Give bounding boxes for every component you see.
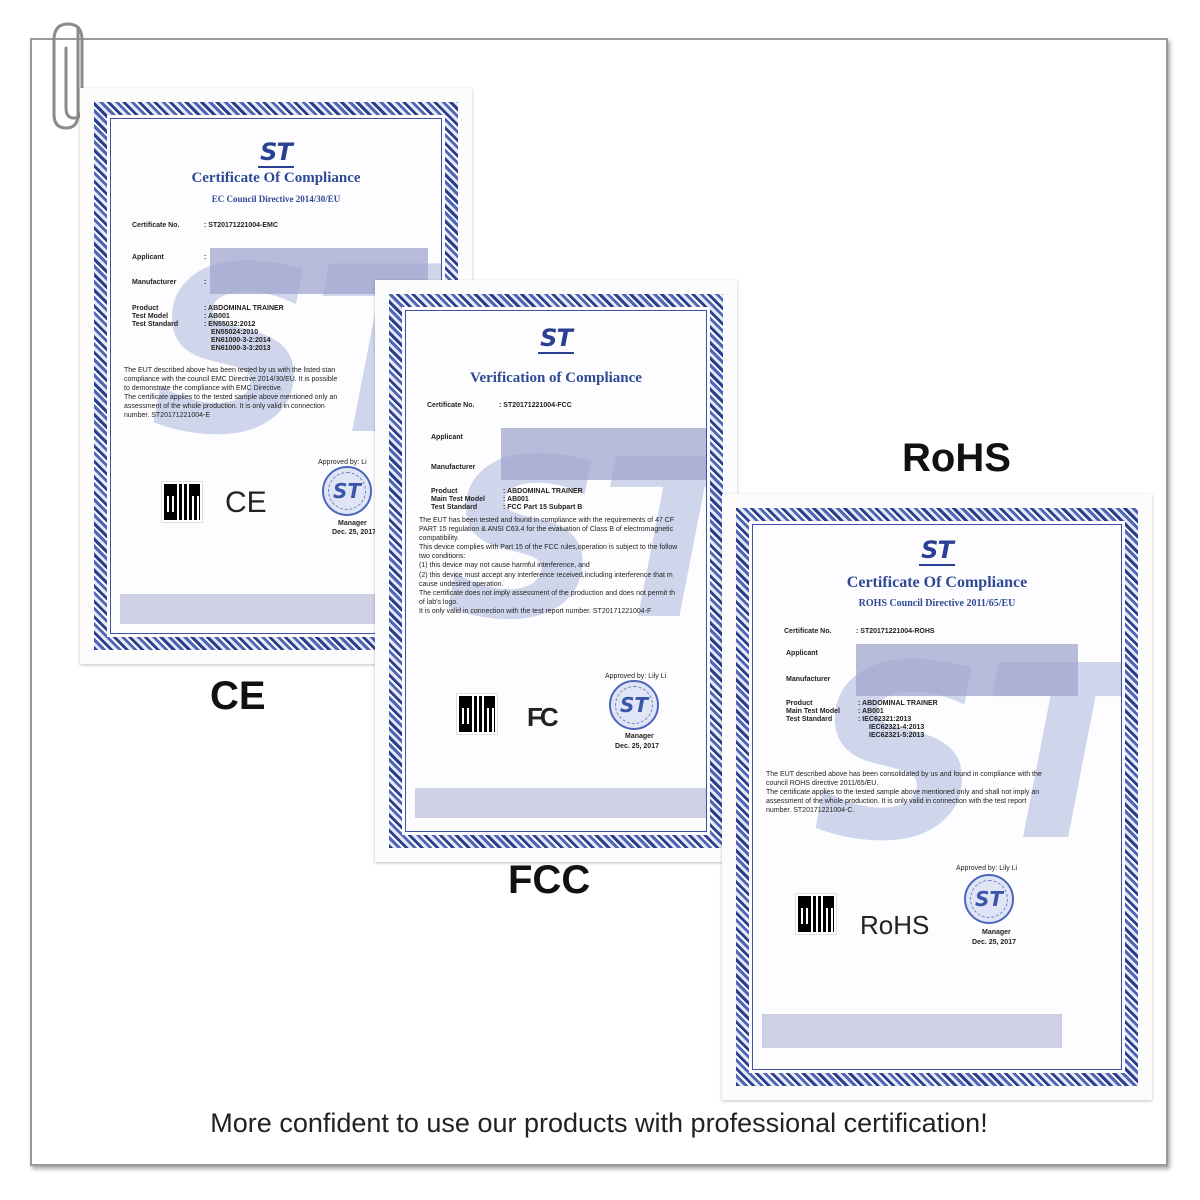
fcc-label: FCC (508, 858, 591, 902)
body-text: The EUT described above has been tested … (124, 367, 338, 420)
redacted-footer (762, 1014, 1062, 1048)
applicant-row: Applicant (786, 650, 818, 657)
st-watermark: ST (812, 614, 1122, 894)
approved-by: Approved by: Lily Li (956, 865, 1018, 872)
model-row: Main Test Model: AB001 (431, 496, 529, 503)
st-logo: ST (258, 138, 294, 168)
manufacturer-row: Manufacturer: (132, 279, 207, 286)
manager-label: Manager (338, 520, 367, 527)
standard-row: Test Standard: EN55032:2012 (132, 321, 256, 328)
standard-line: IEC62321-5:2013 (869, 732, 925, 739)
footer-tagline: More confident to use our products with … (210, 1108, 988, 1138)
applicant-row: Applicant: (132, 254, 207, 261)
st-logo: ST (919, 536, 955, 566)
issue-date: Dec. 25, 2017 (332, 529, 376, 536)
qr-code-icon (456, 693, 498, 735)
qr-code-icon (161, 481, 203, 523)
certificate-body: ST ST Verification of Compliance Certifi… (405, 310, 707, 832)
standard-line: EN61000-3-3:2013 (211, 345, 271, 352)
standard-line: IEC62321-4:2013 (869, 724, 925, 731)
ce-mark: CE (225, 486, 267, 519)
body-text: The EUT has been tested and found in com… (419, 517, 678, 615)
standard-line: EN61000-3-2:2014 (211, 337, 271, 344)
redacted-footer (415, 788, 707, 818)
product-row: Product: ABDOMINAL TRAINER (132, 305, 284, 312)
standard-row: Test Standard: IEC62321:2013 (786, 716, 912, 723)
certificate-subtitle: EC Council Directive 2014/30/EU (211, 194, 341, 204)
certificate-title: Certificate Of Compliance (191, 170, 361, 186)
ce-label: CE (210, 674, 266, 718)
paperclip-icon (52, 22, 84, 130)
issue-date: Dec. 25, 2017 (615, 743, 659, 750)
manager-label: Manager (625, 733, 654, 740)
model-row: Test Model: AB001 (132, 313, 230, 320)
decorative-border (736, 508, 1138, 1086)
fcc-certificate: ST ST Verification of Compliance Certifi… (375, 280, 737, 862)
product-row: Product: ABDOMINAL TRAINER (786, 700, 938, 707)
body-text: The EUT described above has been consoli… (766, 771, 1042, 815)
stamp-seal: ST (609, 680, 659, 730)
standard-row: Test Standard: FCC Part 15 Subpart B (431, 504, 583, 511)
issue-date: Dec. 25, 2017 (972, 939, 1016, 946)
stamp-seal: ST (322, 466, 372, 516)
cert-no-row: Certificate No.: ST20171221004-FCC (427, 402, 572, 409)
approved-by: Approved by: Li (318, 459, 367, 466)
manufacturer-row: Manufacturer (786, 676, 831, 683)
certificate-title: Verification of Compliance (470, 370, 642, 386)
applicant-row: Applicant (431, 434, 463, 441)
qr-code-icon (795, 893, 837, 935)
model-row: Main Test Model: AB001 (786, 708, 884, 715)
certificate-body: ST ST Certificate Of Compliance ROHS Cou… (752, 524, 1122, 1070)
rohs-label: RoHS (902, 436, 1011, 480)
rohs-certificate: ST ST Certificate Of Compliance ROHS Cou… (722, 494, 1152, 1100)
manager-label: Manager (982, 929, 1011, 936)
manufacturer-row: Manufacturer (431, 464, 476, 471)
redacted-block (501, 428, 707, 480)
certificate-title: Certificate Of Compliance (846, 574, 1028, 591)
rohs-mark: RoHS (860, 910, 930, 940)
redacted-block (856, 644, 1078, 696)
cert-no-row: Certificate No.: ST20171221004-ROHS (784, 628, 935, 635)
st-logo: ST (538, 324, 574, 354)
standard-line: EN55024:2010 (211, 329, 259, 336)
approved-by: Approved by: Lily Li (605, 673, 667, 680)
fcc-mark: FC (527, 702, 559, 732)
st-watermark: ST (445, 412, 707, 668)
stamp-seal: ST (964, 874, 1014, 924)
cert-no-row: Certificate No.: ST20171221004-EMC (132, 222, 278, 229)
decorative-border (389, 294, 723, 848)
product-row: Product: ABDOMINAL TRAINER (431, 488, 583, 495)
certificate-subtitle: ROHS Council Directive 2011/65/EU (858, 598, 1016, 609)
